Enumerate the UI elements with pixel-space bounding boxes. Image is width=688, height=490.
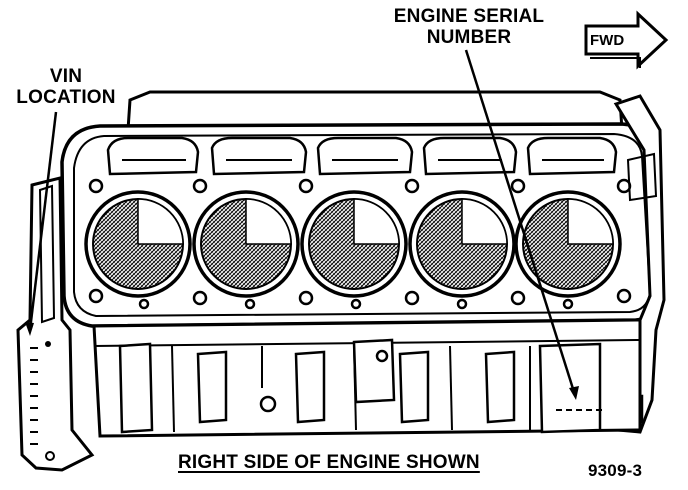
vin-stamp: [30, 347, 38, 445]
coolant-passages: [106, 136, 618, 176]
serial-leader-line: [464, 49, 576, 393]
vin-leader-line: [28, 111, 58, 331]
cylinder-bores: [84, 190, 622, 298]
forward-arrow-icon: [584, 10, 669, 70]
vin-label-line2: LOCATION: [16, 87, 116, 108]
figure-number: 9309-3: [588, 461, 643, 480]
block-ribs: [118, 338, 602, 434]
engine-serial-label: ENGINE SERIAL NUMBER: [384, 6, 554, 48]
serial-label-line2: NUMBER: [426, 27, 512, 48]
vin-label-line1: VIN: [49, 66, 83, 87]
head-bolt-holes: [88, 178, 632, 310]
figure-caption: RIGHT SIDE OF ENGINE SHOWN: [178, 452, 480, 473]
serial-label-line1: ENGINE SERIAL: [393, 6, 545, 27]
vin-location-label: VIN LOCATION: [10, 66, 122, 108]
forward-direction-label: FWD: [590, 32, 625, 49]
